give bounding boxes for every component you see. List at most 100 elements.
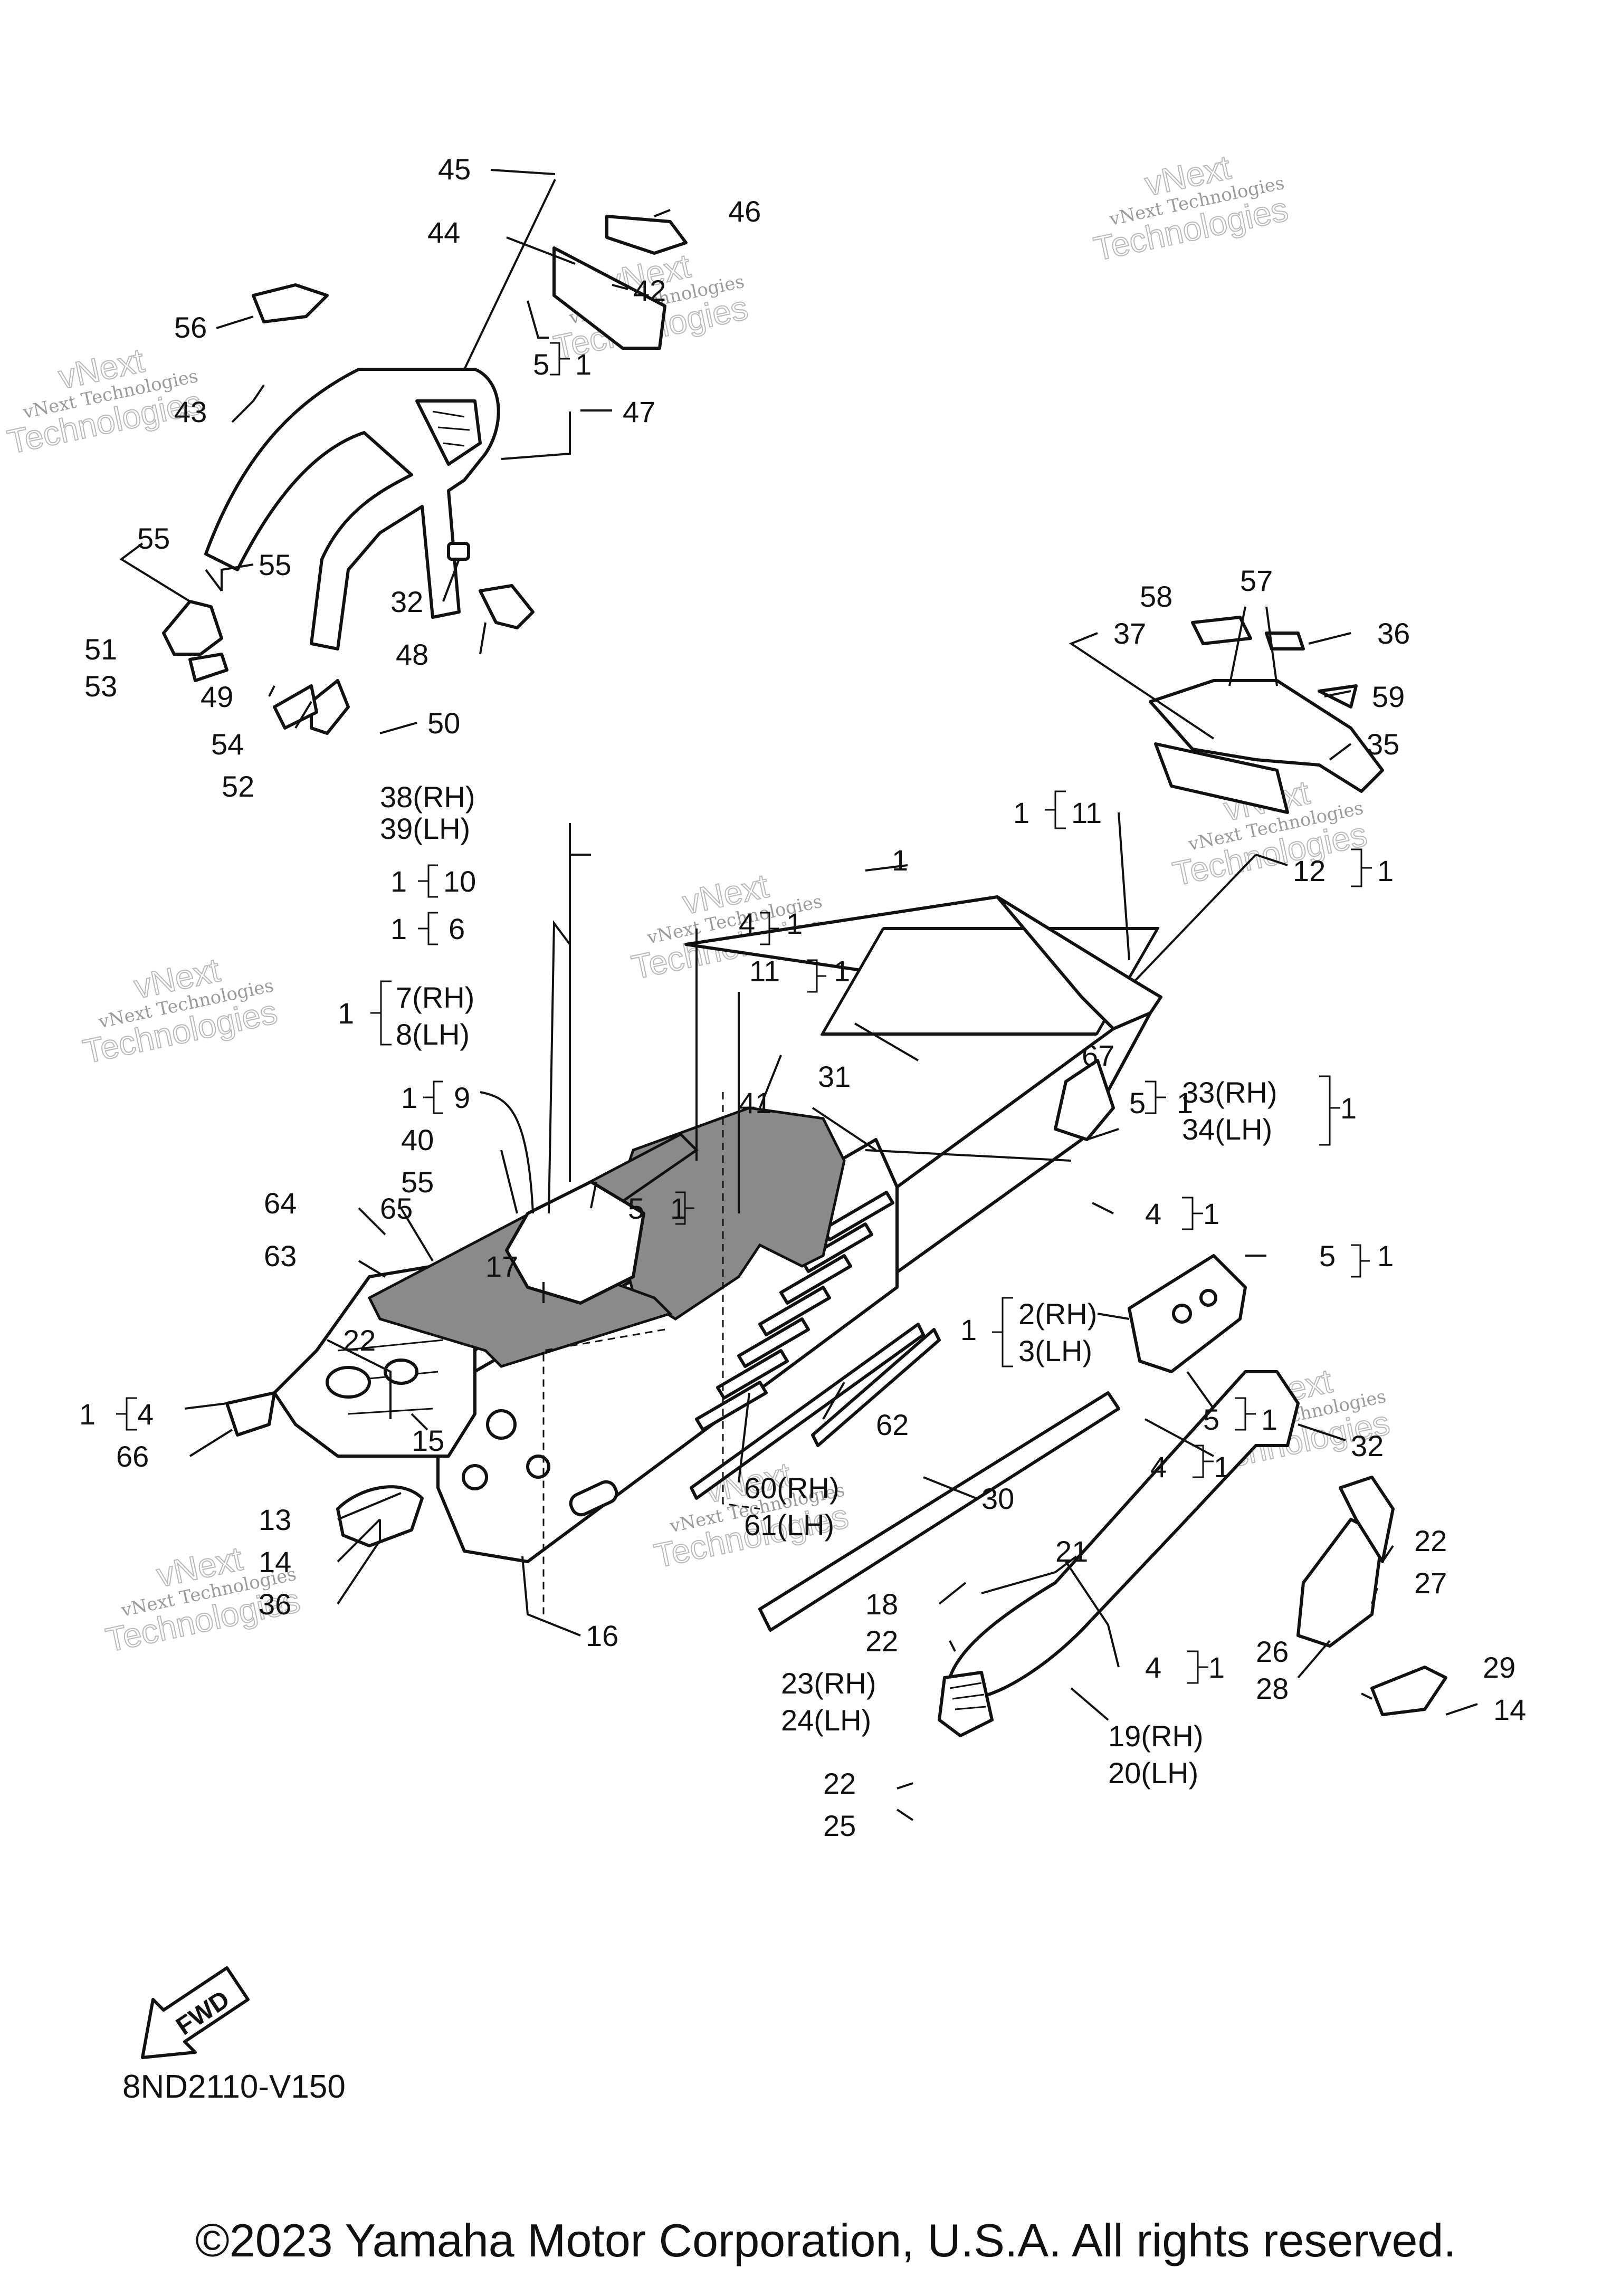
foot-plate-bracket [1339, 1476, 1395, 1563]
callout-5-qty: 1 [670, 1192, 686, 1225]
callout-15: 15 [412, 1424, 444, 1457]
callout-4-qty: 1 [1208, 1651, 1225, 1684]
mat-center-cutout [505, 1180, 645, 1305]
callout-58: 58 [1140, 580, 1172, 613]
callout-20: 20(LH) [1108, 1756, 1198, 1790]
callout-63: 63 [264, 1239, 297, 1273]
callout-17: 17 [485, 1250, 518, 1283]
callout-64: 64 [264, 1187, 297, 1220]
callout-5: 5 [1319, 1239, 1336, 1273]
callout-5: 5 [1203, 1403, 1219, 1436]
callout-50: 50 [427, 706, 460, 740]
callout-13: 13 [259, 1503, 291, 1536]
foot-guard-ribs [949, 1682, 986, 1710]
decal-58 [1191, 616, 1252, 645]
callout-67: 67 [1082, 1039, 1114, 1072]
callout-52: 52 [222, 770, 254, 803]
callout-9-qty: 1 [401, 1081, 417, 1114]
callout-4: 4 [137, 1398, 154, 1431]
heat-shield [1054, 1059, 1115, 1141]
snowflap [1149, 679, 1384, 793]
step-pad-13 [336, 1485, 424, 1547]
bumper-grip-holes [432, 410, 470, 447]
callout-12: 12 [1293, 854, 1326, 887]
leader-lines [119, 169, 1478, 1821]
bulkhead-hole [384, 1359, 418, 1385]
callout-1: 1 [892, 844, 908, 877]
callout-4: 4 [739, 907, 755, 940]
callout-16: 16 [586, 1619, 618, 1652]
callout-14: 14 [1493, 1693, 1526, 1726]
decal-57 [1265, 632, 1305, 650]
callout-22: 22 [823, 1767, 856, 1800]
callout-14: 14 [259, 1545, 291, 1578]
bumper-bracket-right [310, 679, 350, 735]
callout-26: 26 [1256, 1635, 1289, 1668]
callout-6-qty: 1 [390, 912, 407, 945]
callout-25: 25 [823, 1809, 856, 1842]
callout-4-qty: 1 [786, 907, 803, 940]
callout-5-qty: 1 [1177, 1086, 1193, 1120]
side-rail [948, 1370, 1300, 1700]
callout-29: 29 [1483, 1651, 1515, 1684]
fwd-arrow: FWD [141, 1966, 250, 2059]
callout-5-qty: 1 [1377, 1239, 1394, 1273]
callout-43: 43 [174, 395, 207, 428]
callout-62: 62 [876, 1408, 909, 1441]
bumper-bracket-left [162, 600, 223, 656]
callout-4: 4 [1150, 1450, 1167, 1484]
callout-57: 57 [1240, 564, 1273, 597]
callout-55: 55 [259, 548, 291, 581]
callout-49: 49 [201, 680, 233, 713]
bracket-hole [1172, 1304, 1192, 1324]
callouts: 45 46 44 42 56 5 1 43 47 55 55 51 53 32 … [79, 152, 1526, 1842]
callout-65: 65 [380, 1192, 413, 1225]
hitch-plate [479, 584, 535, 629]
callout-40: 40 [401, 1123, 434, 1156]
callout-5-top: 5 [533, 348, 549, 381]
callout-3: 3(LH) [1018, 1334, 1092, 1367]
callout-4-qty: 1 [79, 1398, 96, 1431]
watermark: vNext vNext Technologies Technologies [1090, 148, 1292, 269]
bumper-bushing [447, 542, 470, 561]
callout-23: 23(RH) [781, 1667, 876, 1700]
callout-19: 19(RH) [1108, 1719, 1203, 1753]
callout-45: 45 [438, 152, 471, 186]
callout-2-3-qty: 1 [960, 1313, 977, 1346]
callout-5: 5 [628, 1192, 644, 1225]
callout-44: 44 [427, 216, 460, 249]
callout-61: 61(LH) [744, 1508, 834, 1542]
snowflap-mount [1154, 742, 1289, 814]
watermark: vNext vNext Technologies Technologies [79, 950, 281, 1071]
callout-4-qty: 1 [1214, 1450, 1230, 1484]
step-strip [690, 1323, 925, 1500]
callout-2: 2(RH) [1018, 1297, 1097, 1331]
callout-12-qty: 1 [1377, 854, 1394, 887]
callout-11: 11 [1071, 796, 1102, 829]
bumper-bracket-plate [273, 684, 318, 730]
callout-18: 18 [865, 1587, 898, 1621]
callout-37: 37 [1113, 617, 1146, 650]
callout-9: 9 [454, 1081, 470, 1114]
callout-34: 34(LH) [1182, 1113, 1272, 1146]
bumper-bracket-mount [188, 653, 228, 682]
callout-48: 48 [396, 638, 428, 671]
callout-22: 22 [343, 1324, 376, 1357]
callout-4: 4 [1145, 1651, 1161, 1684]
callout-56: 56 [174, 311, 207, 344]
callout-8: 8(LH) [396, 1018, 470, 1051]
callout-38: 38(RH) [380, 780, 475, 814]
rear-bumper [204, 368, 500, 650]
callout-39: 39(LH) [380, 812, 470, 845]
callout-33: 33(RH) [1182, 1076, 1277, 1109]
callout-66: 66 [116, 1440, 149, 1473]
callout-4-qty: 1 [1203, 1197, 1219, 1230]
callout-28: 28 [1256, 1672, 1289, 1705]
callout-32: 32 [390, 585, 423, 618]
front-cover-plate [225, 1391, 276, 1437]
callout-33-34-qty: 1 [1340, 1092, 1357, 1125]
callout-59: 59 [1372, 680, 1405, 713]
bulkhead-hole [326, 1366, 371, 1399]
watermarks: vNext vNext Technologies Technologies vN… [4, 148, 1394, 1660]
